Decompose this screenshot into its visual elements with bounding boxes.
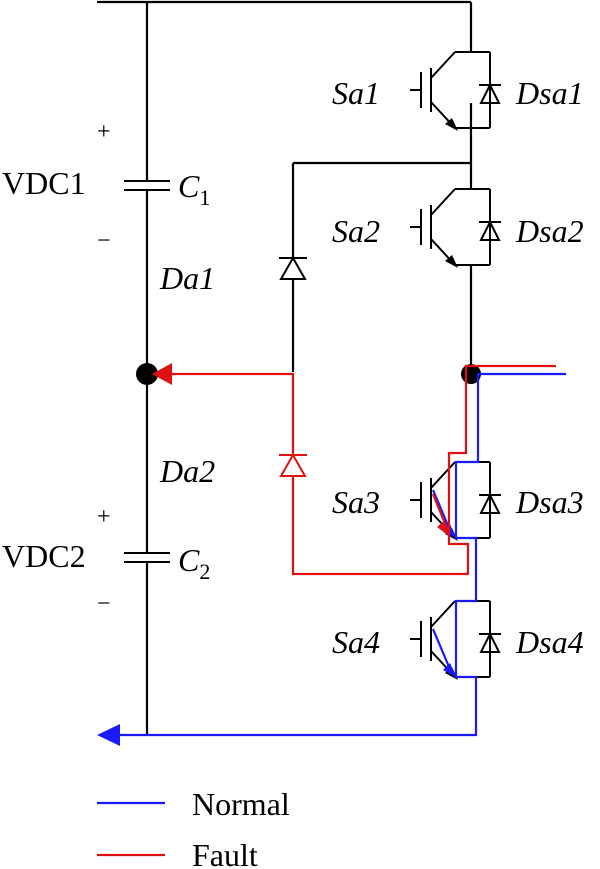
- clamp-diode-da1-label: Da1: [159, 260, 215, 296]
- diode-dsa1-label: Dsa1: [515, 75, 584, 111]
- legend-normal-label: Normal: [192, 786, 290, 822]
- clamp-diode-da1: [279, 255, 307, 280]
- clamp-diode-da2-label: Da2: [159, 453, 215, 489]
- vdc1-plus-sign: +: [97, 119, 111, 145]
- diode-dsa4-label: Dsa4: [515, 624, 584, 660]
- switch-sa2-label: Sa2: [332, 213, 380, 249]
- switch-cell-sa2: [410, 188, 501, 268]
- vdc1-label: VDC1: [2, 165, 86, 201]
- legend-fault-label: Fault: [192, 837, 258, 869]
- fault-arrow-head: [152, 363, 172, 385]
- capacitor-c1-label: C1: [178, 168, 210, 210]
- switch-cell-sa1: [410, 51, 501, 131]
- fault-arrow-sa3: [437, 521, 449, 536]
- legend: Normal Fault: [97, 786, 290, 869]
- vdc2-label: VDC2: [2, 538, 86, 574]
- switch-sa4-label: Sa4: [332, 624, 380, 660]
- switch-sa3-label: Sa3: [332, 484, 380, 520]
- capacitor-c2-label: C2: [178, 542, 210, 584]
- vdc2-minus-sign: −: [97, 591, 111, 617]
- fault-current-path: [172, 364, 556, 576]
- vdc2-plus-sign: +: [97, 504, 111, 530]
- vdc1-minus-sign: −: [97, 228, 111, 254]
- normal-arrow-sa4: [443, 663, 456, 677]
- diode-dsa3-label: Dsa3: [515, 484, 584, 520]
- clamp-diode-da2: [279, 452, 307, 477]
- normal-arrow-head: [97, 724, 120, 746]
- diode-dsa2-label: Dsa2: [515, 213, 584, 249]
- neutral-point-node: [136, 363, 158, 385]
- switch-sa1-label: Sa1: [332, 75, 380, 111]
